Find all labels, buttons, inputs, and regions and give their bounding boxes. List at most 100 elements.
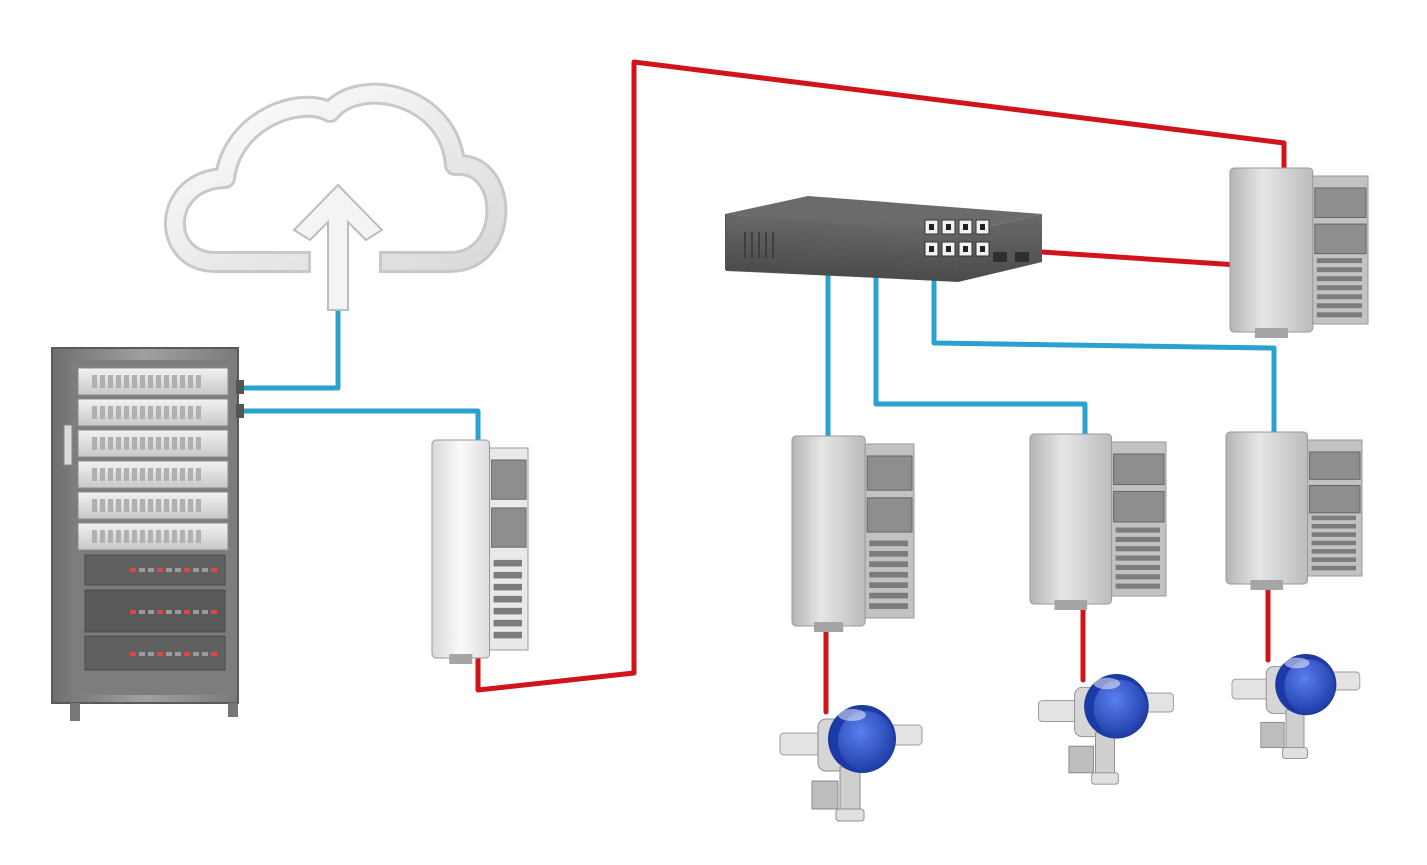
drive-bay <box>188 437 193 450</box>
drive-bay <box>196 499 201 512</box>
drive-bay <box>92 499 97 512</box>
status-led <box>202 568 208 572</box>
rj45-port-slot <box>980 246 985 252</box>
cloud-upload-icon <box>163 82 508 311</box>
vent-slot <box>869 603 908 609</box>
transmitter-head-cover <box>1284 659 1335 714</box>
drive-bay <box>140 499 145 512</box>
vent-slot <box>493 607 522 615</box>
status-led <box>130 568 136 572</box>
status-led <box>202 652 208 656</box>
drive-bay <box>132 375 137 388</box>
drive-bay <box>100 406 105 419</box>
drive-bay <box>172 468 177 481</box>
drive-bay <box>132 468 137 481</box>
drive-bay <box>180 437 185 450</box>
vent-slot <box>1316 276 1362 282</box>
drive-bay <box>172 406 177 419</box>
rj45-port-slot <box>980 224 985 230</box>
drive-bay <box>116 437 121 450</box>
drive-bay <box>148 437 153 450</box>
status-led <box>193 610 199 614</box>
drive-bay <box>100 375 105 388</box>
terminal-block <box>866 497 913 533</box>
head-highlight <box>1284 657 1310 669</box>
vent-slot <box>1311 549 1356 554</box>
status-led <box>184 568 190 572</box>
server-rack-icon <box>51 347 244 721</box>
status-led <box>139 568 145 572</box>
drive-bay <box>108 499 113 512</box>
status-led <box>148 652 154 656</box>
drive-bay <box>156 530 161 543</box>
vent-slot <box>493 631 522 639</box>
vent-slot <box>1311 523 1356 529</box>
mounting-bracket <box>811 780 839 810</box>
drive-bay <box>156 468 161 481</box>
drive-bay <box>140 468 145 481</box>
status-led <box>166 610 172 614</box>
vent-slot <box>1316 312 1362 318</box>
terminal-block <box>491 459 527 500</box>
drive-bay <box>172 437 177 450</box>
drive-bay <box>140 375 145 388</box>
terminal-block <box>866 455 913 491</box>
pressure-transmitters <box>779 654 1361 822</box>
drive-bay <box>156 406 161 419</box>
pressure-transmitter-2 <box>1038 674 1174 785</box>
drive-bay <box>188 468 193 481</box>
drive-bay <box>148 468 153 481</box>
status-led <box>184 652 190 656</box>
drive-bay <box>124 499 129 512</box>
vent-slot <box>1311 557 1356 562</box>
drive-bay <box>132 437 137 450</box>
drive-bay <box>108 375 113 388</box>
drive-bay <box>124 530 129 543</box>
transmitter-head-cover <box>1093 679 1147 737</box>
vent-slot <box>493 559 522 567</box>
vent-slot <box>1316 267 1362 273</box>
rack-led-indicators <box>130 568 217 656</box>
vent-slot <box>1115 527 1160 533</box>
drive-bay <box>196 437 201 450</box>
switch-rj45-ports <box>924 219 990 257</box>
drive-bay <box>188 406 193 419</box>
status-led <box>193 652 199 656</box>
status-led <box>193 568 199 572</box>
drive-bay <box>180 499 185 512</box>
switch-vent-grille <box>744 232 774 258</box>
drive-bay <box>116 406 121 419</box>
vent-slot <box>1316 294 1362 300</box>
process-connector <box>835 808 865 822</box>
drive-bay <box>100 499 105 512</box>
vent-slot <box>1316 258 1362 264</box>
terminal-block <box>1314 223 1367 255</box>
ethernet-wire-rack-to-cloud <box>237 307 341 391</box>
field-module-1 <box>791 435 915 632</box>
vent-slot <box>869 592 908 599</box>
status-led <box>157 568 163 572</box>
module-housing <box>1225 431 1309 585</box>
drive-bay <box>92 530 97 543</box>
fieldbus-wire-gateway-loop <box>475 59 1287 693</box>
status-led <box>148 610 154 614</box>
head-highlight <box>838 709 866 721</box>
vent-slot <box>1311 565 1356 571</box>
din-clip <box>813 622 844 632</box>
vent-slot <box>1115 564 1160 570</box>
vent-slot <box>869 571 908 578</box>
drive-bay <box>132 499 137 512</box>
terminal-block <box>1314 187 1367 219</box>
vent-slot <box>1311 532 1356 537</box>
vent-slot <box>493 619 522 627</box>
drive-bay <box>164 375 169 388</box>
drive-bay <box>92 468 97 481</box>
drive-bay <box>164 530 169 543</box>
drive-bay <box>116 499 121 512</box>
drive-bay <box>108 468 113 481</box>
rack-server-units <box>77 367 229 551</box>
din-rail-modules <box>431 167 1369 664</box>
transmitter-head-cover <box>838 711 894 771</box>
drive-bay <box>108 437 113 450</box>
